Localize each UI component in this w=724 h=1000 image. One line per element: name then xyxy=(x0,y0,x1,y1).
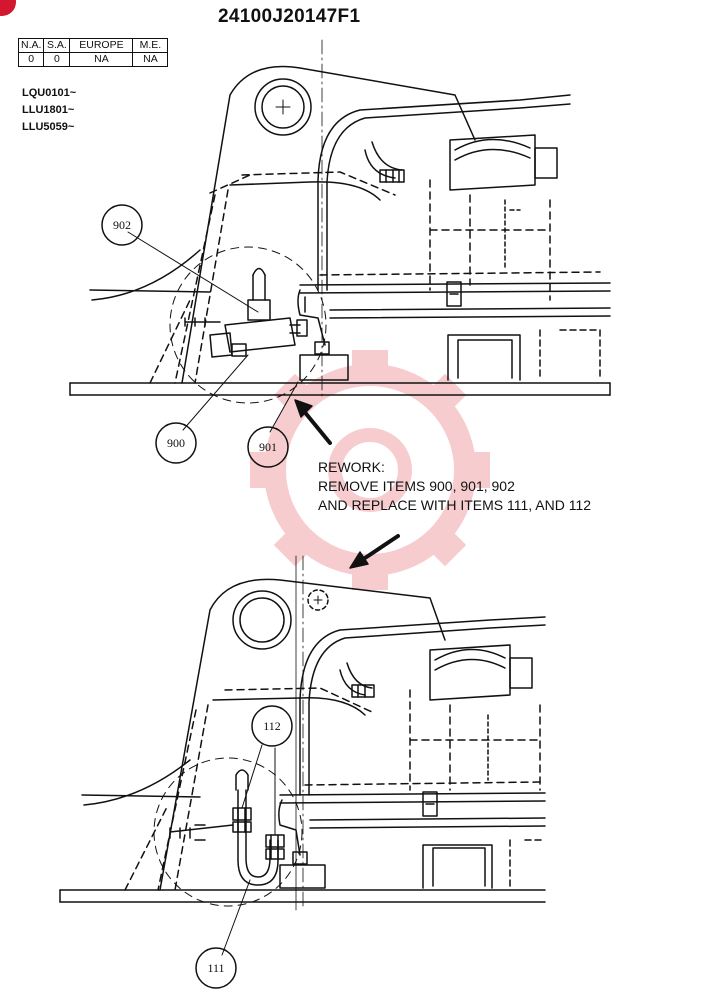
replacement-pipe-111 xyxy=(235,769,279,886)
leader-line-900 xyxy=(182,354,249,431)
boom-bracket-plate xyxy=(149,65,476,384)
callout-111: 111 xyxy=(195,947,237,989)
cylinder-assembly xyxy=(409,644,541,791)
gear-hub xyxy=(328,428,412,512)
callout-112: 112 xyxy=(251,705,293,747)
rework-arrow-down xyxy=(349,534,400,569)
rework-instruction: REWORK: REMOVE ITEMS 900, 901, 902 AND R… xyxy=(318,458,591,515)
leader-line-901 xyxy=(269,381,299,433)
after-view: 112 111 xyxy=(59,555,546,989)
region-header-sa: S.A. xyxy=(43,38,71,53)
gear-tooth xyxy=(250,452,280,488)
callout-111-label: 111 xyxy=(207,961,224,975)
rail-clip xyxy=(422,791,438,817)
cylinder-assembly xyxy=(429,134,558,301)
callout-900: 900 xyxy=(155,422,197,464)
region-value-na: 0 xyxy=(17,52,45,67)
lower-frame-box xyxy=(447,329,601,381)
cab-outline-arc xyxy=(91,249,201,301)
detail-circle-before xyxy=(169,246,327,404)
region-value-europe: NA xyxy=(69,52,134,67)
callout-900-label: 900 xyxy=(167,436,185,450)
serial-number-ranges: LQU0101~ LLU1801~ LLU5059~ xyxy=(22,85,76,136)
hose-fitting xyxy=(351,684,375,698)
gear-tooth xyxy=(460,452,490,488)
pivot-pin xyxy=(232,590,292,650)
valve-assembly-900 xyxy=(184,267,308,358)
frame-base-plate xyxy=(59,889,546,903)
hose-down-to-mount xyxy=(297,289,349,381)
hose-fitting xyxy=(379,169,405,183)
detail-circle-after xyxy=(153,757,303,907)
rework-arrow-up xyxy=(294,399,332,445)
cab-outline-arc xyxy=(83,759,191,806)
frame-base-plate xyxy=(69,382,611,396)
bolt-fitting xyxy=(169,824,234,841)
callout-902: 902 xyxy=(101,204,143,246)
callout-902-label: 902 xyxy=(113,218,131,232)
serial-range: LLU5059~ xyxy=(22,121,75,133)
boom-bracket-plate xyxy=(124,578,446,891)
hydraulic-hose xyxy=(317,94,571,291)
leader-line-112 xyxy=(241,744,263,809)
rework-note-line: AND REPLACE WITH ITEMS 111, AND 112 xyxy=(318,497,592,513)
pivot-pin-small xyxy=(307,589,329,611)
hose-down-to-mount xyxy=(278,799,326,889)
rework-note-line: REWORK: xyxy=(318,459,385,475)
frame-rail xyxy=(89,271,611,319)
lower-frame-box xyxy=(422,839,546,889)
callout-901-label: 901 xyxy=(259,440,277,454)
serial-range: LQU0101~ xyxy=(22,87,77,99)
drawing-number-title: 24100J20147F1 xyxy=(218,6,361,27)
callout-901: 901 xyxy=(247,426,289,468)
pivot-pin xyxy=(254,78,312,136)
leader-line-111 xyxy=(221,879,251,956)
replacement-fitting-112 xyxy=(265,834,285,860)
leader-line-902 xyxy=(127,231,259,313)
rail-clip xyxy=(446,281,462,307)
serial-range: LLU1801~ xyxy=(22,104,75,116)
region-value-sa: 0 xyxy=(43,52,71,67)
region-table-value-row: 0 0 NA NA xyxy=(17,52,169,67)
callout-112-label: 112 xyxy=(263,719,281,733)
region-availability-table: N.A. S.A. EUROPE M.E. 0 0 NA NA xyxy=(17,38,169,67)
gear-tooth xyxy=(352,350,388,380)
before-view: 902 900 901 xyxy=(69,39,611,468)
rework-note-line: REMOVE ITEMS 900, 901, 902 xyxy=(318,478,515,494)
replacement-fitting-112 xyxy=(232,807,252,833)
frame-rail xyxy=(81,781,546,829)
hydraulic-hose xyxy=(299,616,546,796)
region-value-me: NA xyxy=(132,52,169,67)
